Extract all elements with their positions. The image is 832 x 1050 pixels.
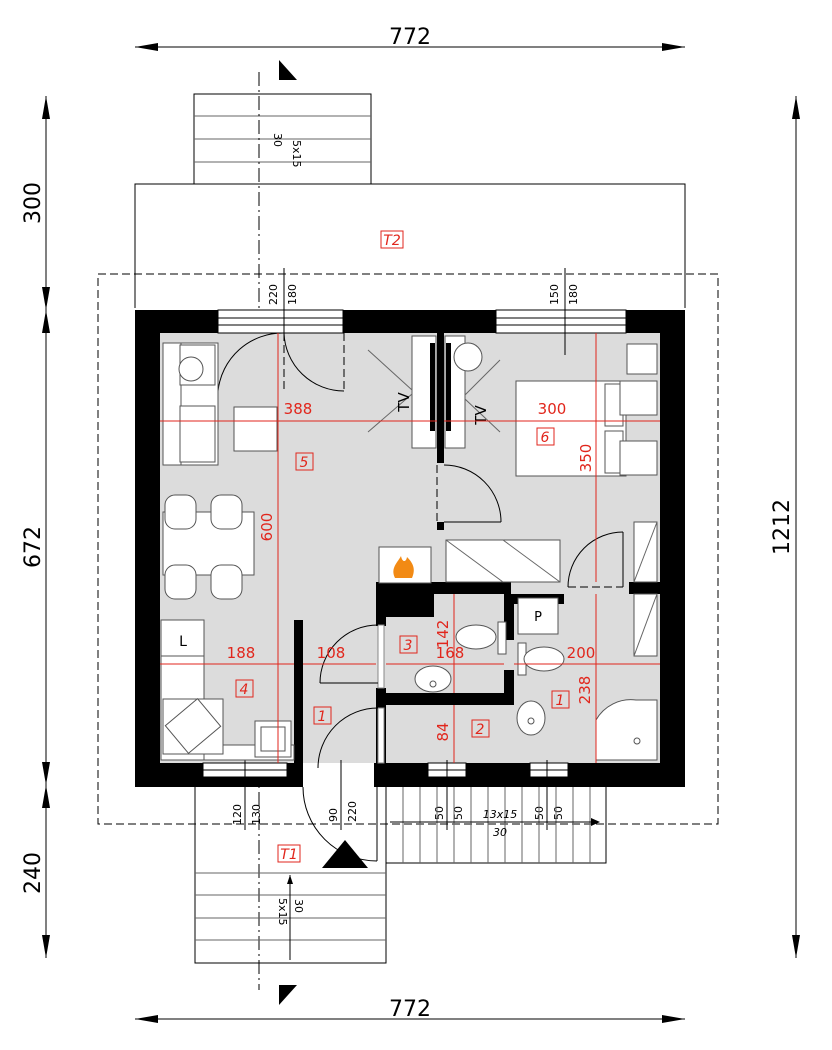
window-top-left-label-b: 180 [286, 284, 299, 305]
left-top-dimension: 300 [21, 182, 46, 224]
top-window-left [217, 309, 344, 334]
wc-room3-fixtures [414, 621, 507, 693]
window-top-right-label-b: 180 [567, 284, 580, 305]
dimension-108: 108 [317, 644, 346, 662]
door-swings [217, 332, 624, 862]
door-frame-room2 [377, 707, 385, 764]
left-bottom-dimension: 240 [21, 852, 46, 894]
section-marker-bottom [279, 985, 297, 1005]
room-label-box-t1 [277, 844, 301, 863]
bath-room1-fixtures [516, 593, 658, 761]
door-bottom-label-b: 220 [346, 801, 359, 822]
left-middle-dimension: 672 [21, 526, 46, 568]
total-height-dimension: 1212 [770, 499, 795, 555]
fridge-label: L [179, 634, 187, 650]
top-stairs-count: 5x15 [290, 140, 303, 168]
dining-set [162, 494, 255, 600]
terrace-t2 [134, 93, 686, 308]
boiler-label: P [534, 610, 542, 625]
room-label-6: 6 [541, 430, 550, 446]
room-label-box-1-hall [313, 706, 332, 725]
room-label-1-bath: 1 [556, 693, 565, 709]
annotation-lines [160, 333, 660, 763]
room-label-4: 4 [240, 682, 249, 698]
room-label-box-1-bath [551, 690, 570, 709]
room-label-box-5 [295, 452, 314, 471]
fridge [160, 619, 205, 657]
side-stairs-depth: 30 [493, 826, 507, 839]
dimension-142: 142 [434, 620, 452, 649]
tv-cabinet-bedroom [444, 335, 501, 449]
window-wc-label-b: 50 [452, 806, 465, 820]
window-bath-label-b: 50 [552, 806, 565, 820]
entrance-door-opening [300, 763, 374, 787]
window-bottom-left-label-b: 130 [250, 804, 263, 825]
tv-cabinet [367, 335, 437, 449]
window-top-left-label-a: 220 [267, 284, 280, 305]
room-label-box-6 [536, 427, 555, 446]
dimension-84: 84 [434, 722, 452, 741]
top-width-dimension: 772 [389, 25, 431, 50]
side-stairs [386, 787, 607, 864]
terrace-t1 [194, 787, 387, 964]
room-label-2: 2 [476, 722, 485, 738]
top-stairs-depth: 30 [271, 133, 284, 147]
bed [515, 343, 658, 477]
dimension-350: 350 [577, 444, 595, 473]
window-top-right-label-a: 150 [548, 284, 561, 305]
entrance-arrow-icon [322, 840, 368, 868]
room-label-3: 3 [404, 638, 413, 654]
room-label-t2: T2 [383, 233, 401, 249]
bottom-stairs-depth: 30 [292, 899, 305, 913]
tv-label-bedroom: TV [472, 405, 490, 426]
roof-outline [97, 273, 719, 825]
dimension-300: 300 [538, 400, 567, 418]
dimension-200: 200 [567, 644, 596, 662]
coffee-table [233, 406, 278, 452]
room-label-t1: T1 [280, 847, 297, 863]
door-frame-room3 [377, 624, 385, 689]
fireplace [378, 546, 432, 584]
bottom-window-bathroom [529, 762, 569, 778]
side-stairs-count: 13x15 [483, 808, 518, 821]
window-wc-label-a: 50 [433, 806, 446, 820]
room-label-box-t2 [380, 230, 404, 249]
fire-icon [393, 556, 414, 578]
dimension-lines [42, 43, 800, 1023]
room-label-box-3 [399, 635, 418, 654]
tv-label-living: TV [395, 392, 413, 413]
dimension-388: 388 [284, 400, 313, 418]
dimension-168: 168 [436, 644, 465, 662]
lamp-icon [178, 356, 204, 382]
top-window-right [495, 309, 627, 334]
door-bottom-label-a: 90 [327, 808, 340, 822]
dimension-600: 600 [258, 513, 276, 542]
room-label-1-hall: 1 [318, 709, 327, 725]
room-label-box-2 [471, 719, 490, 738]
dimension-188: 188 [227, 644, 256, 662]
section-marker-top [279, 60, 297, 80]
window-bottom-left-label-a: 120 [231, 804, 244, 825]
bottom-stairs-count: 5x15 [276, 898, 289, 926]
dimension-238: 238 [576, 676, 594, 705]
bottom-width-dimension: 772 [389, 997, 431, 1022]
wardrobe [445, 521, 658, 583]
room-label-5: 5 [300, 455, 309, 471]
room-label-box-4 [235, 679, 254, 698]
